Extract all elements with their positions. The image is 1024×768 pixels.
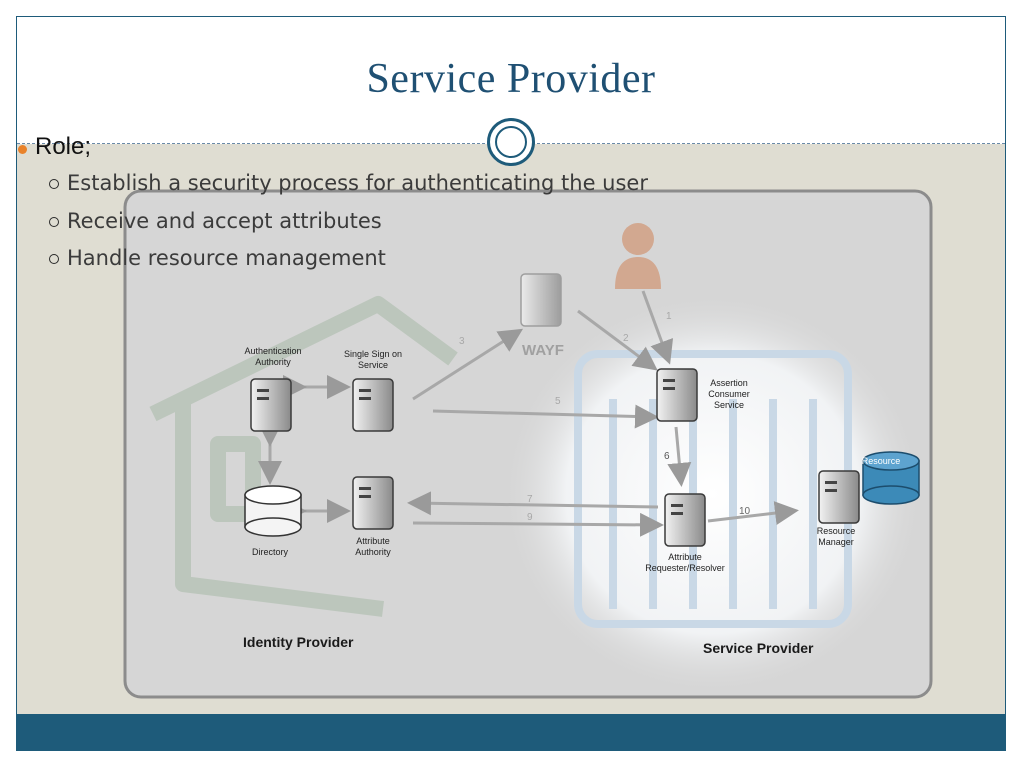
sub-bullet-3: Handle resource management	[49, 246, 386, 270]
sub-bullet-circle-icon	[49, 254, 59, 264]
arrow-1	[641, 290, 674, 365]
resource-cylinder	[862, 451, 920, 505]
label-resource: Resource	[862, 456, 901, 466]
arrow-9	[412, 512, 664, 537]
label-wayf: WAYF	[522, 342, 564, 359]
bullet-dot-icon	[18, 145, 27, 154]
step-2: 2	[623, 333, 629, 344]
label-line: Service	[714, 400, 744, 410]
directory-cylinder	[244, 485, 302, 537]
sub-bullet-2: Receive and accept attributes	[49, 209, 382, 233]
sub-bullet-circle-icon	[49, 217, 59, 227]
attr-authority-server	[352, 476, 394, 530]
slide: Service Provider	[16, 16, 1006, 751]
label-line: Authority	[355, 547, 391, 557]
label-line: Service	[358, 360, 388, 370]
label-line: Requester/Resolver	[645, 563, 725, 573]
sub-bullet-1-text: Establish a security process for authent…	[67, 171, 648, 195]
building-outline	[574, 350, 852, 628]
step-9: 9	[527, 512, 533, 523]
bullet-role-text: Role;	[35, 133, 92, 160]
label-line: Manager	[818, 537, 854, 547]
step-1: 1	[666, 311, 672, 322]
arrow-2	[577, 309, 658, 371]
arrow-5	[432, 404, 659, 429]
step-10: 10	[739, 506, 751, 517]
sp-label: Service Provider	[703, 640, 814, 656]
step-6: 6	[664, 451, 670, 462]
sso-server	[352, 378, 394, 432]
arrow-7	[407, 491, 659, 516]
resource-manager-server	[818, 470, 860, 524]
idp-label: Identity Provider	[243, 634, 354, 650]
arrow-10	[707, 501, 799, 526]
footer-bar	[17, 714, 1005, 750]
label-line: Authority	[255, 357, 291, 367]
divider-ring-icon	[487, 118, 535, 166]
attr-requester-server	[664, 493, 706, 547]
slide-title: Service Provider	[366, 56, 656, 102]
house-outline	[149, 296, 458, 617]
acs-server	[656, 368, 698, 422]
arrow-6	[667, 426, 692, 487]
bullet-role: Role;	[18, 133, 92, 161]
sub-bullet-1: Establish a security process for authent…	[49, 171, 648, 195]
wayf-server	[520, 273, 562, 327]
sp-glow	[503, 294, 923, 694]
auth-authority-server	[250, 378, 292, 432]
sub-bullet-circle-icon	[49, 179, 59, 189]
label-line: Consumer	[708, 389, 750, 399]
step-5: 5	[555, 396, 561, 407]
step-3: 3	[459, 336, 465, 347]
user-icon	[615, 223, 661, 289]
sub-bullet-2-text: Receive and accept attributes	[67, 209, 382, 233]
step-7: 7	[527, 494, 533, 505]
sub-bullet-3-text: Handle resource management	[67, 246, 386, 270]
label-directory: Directory	[252, 547, 289, 557]
arrow-3	[412, 328, 524, 401]
